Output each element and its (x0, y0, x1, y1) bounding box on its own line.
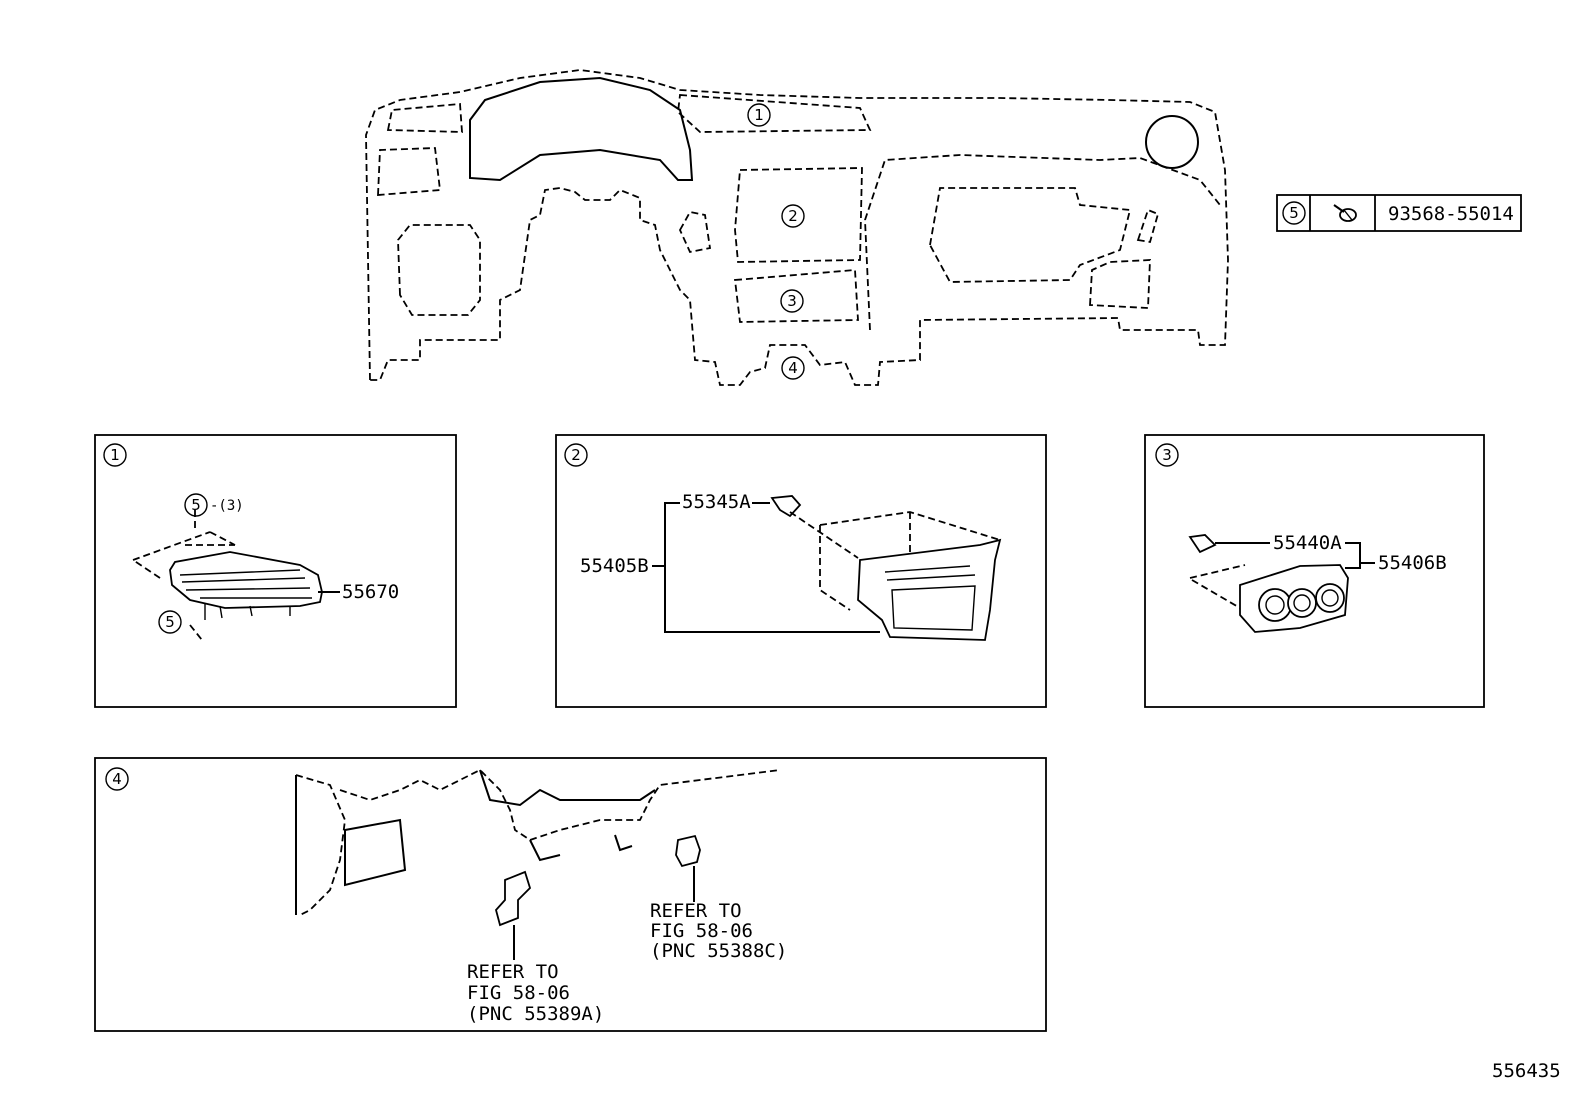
overview-callout-4: 4 (781, 356, 805, 380)
svg-text:REFER TO: REFER TO (650, 900, 742, 922)
dashboard-outline (365, 69, 1229, 386)
panel-2-bracket (664, 502, 880, 633)
panel-1-mount-lines (132, 510, 236, 579)
part-55345A-label: 55345A (682, 491, 751, 513)
part-55670-label: 55670 (342, 581, 399, 603)
figure-id: 556435 (1492, 1060, 1561, 1082)
instrument-cluster-hood (469, 76, 694, 182)
left-lower-panel (397, 224, 481, 316)
center-display-area (734, 167, 863, 263)
detail-panel-4: 4 REFER TO FIG 58-06 (PNC 55389A) REFER … (94, 757, 1047, 1032)
dashboard-overview: 1 2 3 4 (365, 69, 1229, 386)
part-55406B-label: 55406B (1378, 552, 1447, 574)
svg-text:(PNC 55388C): (PNC 55388C) (650, 940, 787, 962)
svg-text:FIG 58-06: FIG 58-06 (467, 982, 570, 1004)
legend-part-number: 93568-55014 (1388, 203, 1514, 225)
housing-outline (819, 511, 1001, 611)
legend-ref-callout: 5 (1282, 201, 1306, 225)
climate-control-area (733, 269, 859, 323)
svg-text:2: 2 (788, 207, 798, 225)
panel-1-screw-callout-a: 5 (184, 493, 208, 517)
svg-text:4: 4 (112, 770, 122, 788)
upper-vent-area (677, 94, 872, 133)
part-55405B-label: 55405B (580, 555, 649, 577)
left-side-vent (377, 147, 442, 196)
lower-dash-structure (295, 768, 781, 916)
fastener-legend: 5 93568-55014 (1276, 194, 1522, 232)
svg-text:3: 3 (1162, 446, 1172, 464)
overview-callout-2: 2 (781, 204, 805, 228)
screw-icon (1333, 204, 1357, 222)
bracket-part-55389A (495, 870, 532, 960)
part-55440A-label: 55440A (1273, 532, 1342, 554)
svg-text:REFER TO: REFER TO (467, 961, 559, 983)
svg-text:5: 5 (1289, 204, 1299, 222)
right-round-vent (1145, 115, 1199, 169)
clip-55345A (770, 495, 802, 518)
svg-text:2: 2 (571, 446, 581, 464)
svg-text:(PNC 55389A): (PNC 55389A) (467, 1003, 604, 1025)
right-vent-slot (1136, 208, 1160, 244)
climate-control-panel-part (1239, 564, 1349, 633)
glovebox-lower (1089, 259, 1151, 309)
panel-3-mount-lines (1189, 564, 1246, 609)
svg-text:5: 5 (191, 496, 201, 514)
svg-text:1: 1 (110, 446, 120, 464)
detail-panel-2: 2 55345A 55405B (555, 434, 1047, 708)
register-vent-part (169, 551, 323, 620)
svg-text:4: 4 (788, 359, 798, 377)
panel-4-callout: 4 (105, 767, 129, 791)
center-small-vent (678, 210, 712, 254)
svg-text:FIG 58-06: FIG 58-06 (650, 920, 753, 942)
clip-leader (789, 511, 859, 559)
clip-55440A (1188, 534, 1217, 554)
panel-1-callout: 1 (103, 443, 127, 467)
panel-3-callout: 3 (1155, 443, 1179, 467)
lower-dash-frame (295, 769, 656, 915)
left-upper-vent (386, 103, 463, 133)
display-bezel-part (857, 538, 1002, 641)
overview-callout-3: 3 (780, 289, 804, 313)
screw-b-leader (189, 624, 203, 641)
svg-text:1: 1 (754, 106, 764, 124)
overview-callout-1: 1 (747, 103, 771, 127)
bracket-part-55388C (675, 834, 701, 902)
refer-note-55388C: REFER TO FIG 58-06 (PNC 55388C) (650, 900, 787, 962)
panel-1-screw-callout-b: 5 (158, 610, 182, 634)
refer-note-55389A: REFER TO FIG 58-06 (PNC 55389A) (467, 961, 604, 1025)
detail-panel-1: 1 55670 5 -(3) 5 (94, 434, 457, 708)
panel-2-callout: 2 (564, 443, 588, 467)
svg-text:3: 3 (787, 292, 797, 310)
detail-panel-3: 3 55440A 55406B (1144, 434, 1485, 708)
svg-text:5: 5 (165, 613, 175, 631)
screw-quantity: -(3) (210, 498, 244, 514)
glovebox-upper (929, 187, 1132, 283)
passenger-panel (864, 154, 1221, 331)
